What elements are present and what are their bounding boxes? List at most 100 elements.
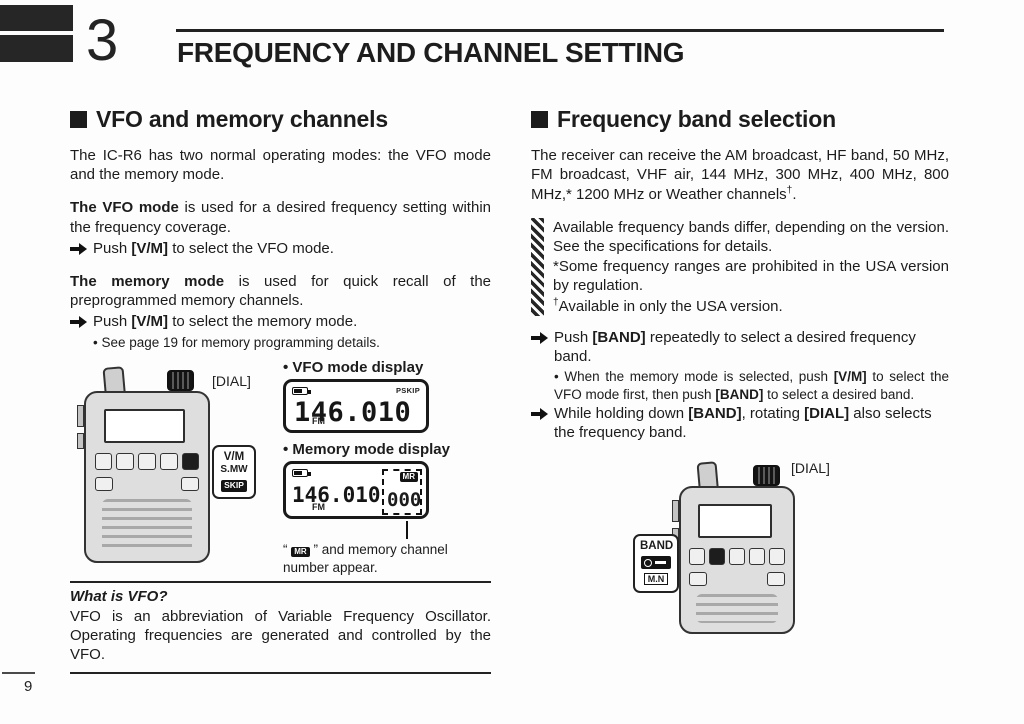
- page-number: 9: [24, 678, 33, 695]
- section-title: Frequency band selection: [557, 106, 836, 132]
- radio-button: [159, 453, 178, 471]
- radio-button: [688, 547, 705, 565]
- fm-mode-indicator: FM: [312, 502, 325, 513]
- dial-knob-icon: [752, 464, 780, 486]
- side-key-icon: [672, 499, 679, 522]
- band-push-instruction: Push [BAND] repeatedly to select a desir…: [531, 328, 949, 366]
- mr-indicator: MR: [291, 547, 310, 558]
- side-key-icon: [77, 433, 84, 450]
- arrow-icon: [531, 331, 548, 345]
- pskip-indicator: PSKIP: [395, 386, 420, 396]
- radio-button: [181, 477, 200, 492]
- band-hold-instruction: While holding down [BAND], rotating [DIA…: [531, 404, 949, 442]
- radio-button: [749, 547, 766, 565]
- what-is-vfo-box: What is VFO? VFO is an abbreviation of V…: [70, 581, 491, 674]
- radio-button: [94, 477, 113, 492]
- arrow-icon: [531, 407, 548, 420]
- vfo-push-instruction: Push [V/M] to select the VFO mode.: [70, 239, 491, 258]
- callout-line: [406, 521, 408, 540]
- note-line: Available frequency bands differ, depend…: [553, 218, 949, 256]
- memory-channel-dashed-box: MR 000: [382, 469, 422, 516]
- chapter-number: 3: [86, 8, 119, 73]
- button-row: [94, 453, 200, 471]
- section-heading-vfo: VFO and memory channels: [70, 106, 491, 133]
- footer-rule: [2, 672, 35, 674]
- smw-key-label: S.MW: [220, 463, 248, 475]
- battery-icon: [292, 469, 311, 478]
- band-button-highlighted: [708, 547, 725, 565]
- radio-button: [138, 453, 156, 471]
- caption-text: ” and memory channel number appear.: [283, 542, 448, 576]
- radio-button: [767, 571, 786, 586]
- band-hold-text: While holding down [BAND], rotating [DIA…: [554, 404, 932, 441]
- hatch-stripe-icon: [531, 217, 544, 317]
- memory-mode-paragraph: The memory mode is used for quick recall…: [70, 272, 491, 310]
- vfo-mode-paragraph: The VFO mode is used for a desired frequ…: [70, 199, 491, 236]
- band-selection-figure: [DIAL] BAND M.N: [531, 452, 949, 642]
- vfo-memory-figure: [DIAL] V/M S.MW SKIP • VFO mode display …: [70, 359, 491, 575]
- what-is-vfo-heading: What is VFO?: [70, 588, 168, 606]
- radio-screen: [697, 503, 772, 538]
- speaker-grille-icon: [101, 499, 193, 553]
- page-title: FREQUENCY AND CHANNEL SETTING: [177, 37, 685, 68]
- right-column: Frequency band selection The receiver ca…: [531, 106, 949, 642]
- memory-display-label: • Memory mode display: [283, 441, 450, 459]
- arrow-icon: [70, 242, 87, 255]
- skip-key-label: SKIP: [221, 480, 247, 492]
- memory-programming-note: • See page 19 for memory programming det…: [93, 334, 380, 350]
- band-key-label: BAND: [640, 539, 674, 552]
- mr-indicator: MR: [399, 472, 418, 483]
- radio-button: [94, 453, 113, 471]
- left-column: VFO and memory channels The IC-R6 has tw…: [70, 106, 491, 674]
- chapter-tab-bar-bottom: [0, 35, 73, 62]
- version-note-text: Available frequency bands differ, depend…: [553, 218, 949, 317]
- band-intro-paragraph: The receiver can receive the AM broadcas…: [531, 147, 949, 204]
- band-sub-note: • When the memory mode is selected, push…: [554, 369, 949, 402]
- vm-key-callout: V/M S.MW SKIP: [212, 445, 256, 500]
- memory-channel-number: 000: [387, 489, 422, 512]
- battery-icon: [292, 387, 311, 396]
- radio-button: [769, 547, 786, 565]
- receiver-illustration-left: [77, 366, 210, 564]
- radio-body: [679, 485, 795, 634]
- side-key-icon: [77, 405, 84, 428]
- version-note-block: Available frequency bands differ, depend…: [531, 217, 949, 317]
- section-title: VFO and memory channels: [96, 106, 388, 132]
- button-row: [688, 547, 786, 565]
- note-line: †Available in only the USA version.: [553, 296, 783, 315]
- memory-push-instruction: Push [V/M] to select the memory mode.: [70, 312, 491, 331]
- radio-button: [728, 547, 746, 565]
- vm-button-highlighted: [181, 453, 200, 471]
- caption-open-quote: “: [283, 542, 292, 558]
- section-heading-band: Frequency band selection: [531, 106, 949, 133]
- frequency-readout: 146.010: [292, 483, 381, 508]
- dial-label: [DIAL]: [791, 459, 830, 476]
- vfo-display-label: • VFO mode display: [283, 359, 424, 377]
- key-lock-icon: [641, 555, 671, 569]
- note-line: *Some frequency ranges are prohibited in…: [553, 257, 949, 295]
- frequency-readout: 146.010: [294, 397, 412, 429]
- intro-paragraph: The IC-R6 has two normal operating modes…: [70, 147, 491, 184]
- chapter-tab-bar-top: [0, 5, 73, 31]
- vfo-lcd-display: PSKIP 146.010 FM: [283, 379, 429, 434]
- memory-lcd-display: 146.010 FM MR 000: [283, 461, 429, 520]
- vfo-display-block: • VFO mode display PSKIP 146.010 FM: [283, 359, 429, 434]
- band-push-text: Push [BAND] repeatedly to select a desir…: [554, 329, 916, 366]
- arrow-icon: [70, 315, 87, 329]
- title-rule: [176, 29, 944, 32]
- section-square-icon: [531, 111, 548, 128]
- memory-caption: “ MR ” and memory channel number appear.: [283, 541, 483, 577]
- radio-button: [116, 453, 135, 471]
- speaker-grille-icon: [695, 593, 779, 623]
- what-is-vfo-body: VFO is an abbreviation of Variable Frequ…: [70, 608, 491, 664]
- fm-mode-indicator: FM: [312, 416, 325, 427]
- memory-display-block: • Memory mode display 146.010 FM MR 000: [283, 441, 450, 520]
- vm-key-label: V/M: [223, 451, 245, 464]
- radio-body: [84, 391, 210, 564]
- section-square-icon: [70, 111, 87, 128]
- receiver-illustration-right: [672, 461, 795, 634]
- dial-knob-icon: [166, 370, 194, 392]
- memory-push-text: Push [V/M] to select the memory mode.: [93, 313, 358, 331]
- mn-key-label: M.N: [643, 572, 669, 585]
